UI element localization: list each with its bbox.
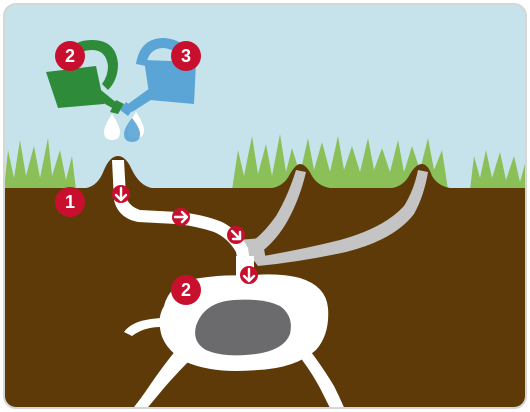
flow-arrow-icon	[240, 266, 258, 284]
svg-text:1: 1	[65, 192, 75, 212]
nest-chamber-core	[195, 300, 291, 356]
svg-text:3: 3	[181, 46, 191, 66]
badge-green-can: 2	[55, 41, 85, 71]
svg-text:2: 2	[65, 46, 75, 66]
badge-nest-entrance: 1	[55, 187, 85, 217]
badge-nest-chamber: 2	[171, 275, 201, 305]
flow-arrow-icon	[172, 208, 190, 226]
svg-text:2: 2	[181, 280, 191, 300]
flow-arrow-icon	[112, 185, 130, 203]
flow-arrow-icon	[227, 226, 245, 244]
badge-blue-can: 3	[171, 41, 201, 71]
